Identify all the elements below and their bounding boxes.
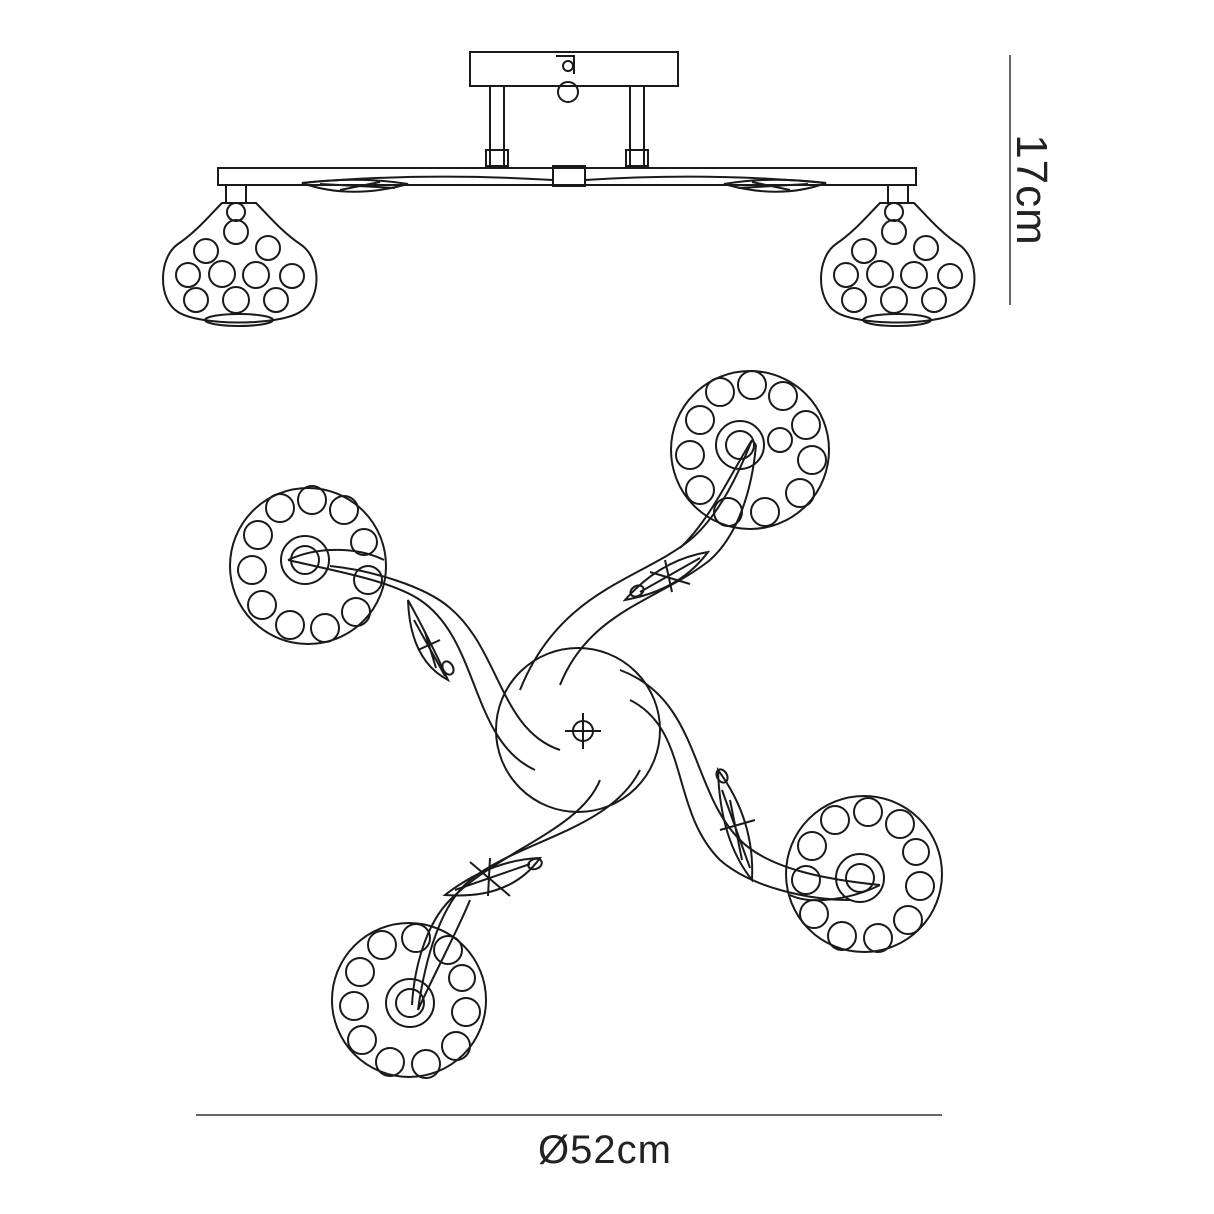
shade-top-left: [229, 485, 387, 645]
support-pin-left: [489, 85, 505, 167]
height-dimension-label: 17cm: [1007, 134, 1056, 246]
bar-leaf-right: [723, 178, 827, 193]
width-dimension-label: Ø52cm: [538, 1127, 672, 1172]
arm-bottom-right: [619, 669, 881, 902]
support-pin-right: [629, 85, 645, 167]
shade-bottom-right: [785, 795, 943, 953]
arm-top-right: [519, 439, 757, 691]
holder-left: [225, 184, 247, 204]
bar-leaf-left: [301, 178, 409, 193]
shade-bottom-left: [331, 922, 487, 1079]
arm-top-left: [287, 548, 561, 771]
ceiling-plate: [469, 51, 679, 87]
center-bulb: [557, 81, 579, 103]
shade-right: [820, 202, 976, 327]
holder-right: [887, 184, 909, 204]
plan-view: [229, 370, 943, 1079]
arm-bottom-left: [411, 769, 641, 1011]
shade-left: [162, 202, 318, 327]
side-elevation-view: [162, 51, 976, 327]
plate-screw: [562, 60, 574, 72]
shade-top-right: [670, 370, 830, 530]
central-hub: [495, 647, 661, 813]
